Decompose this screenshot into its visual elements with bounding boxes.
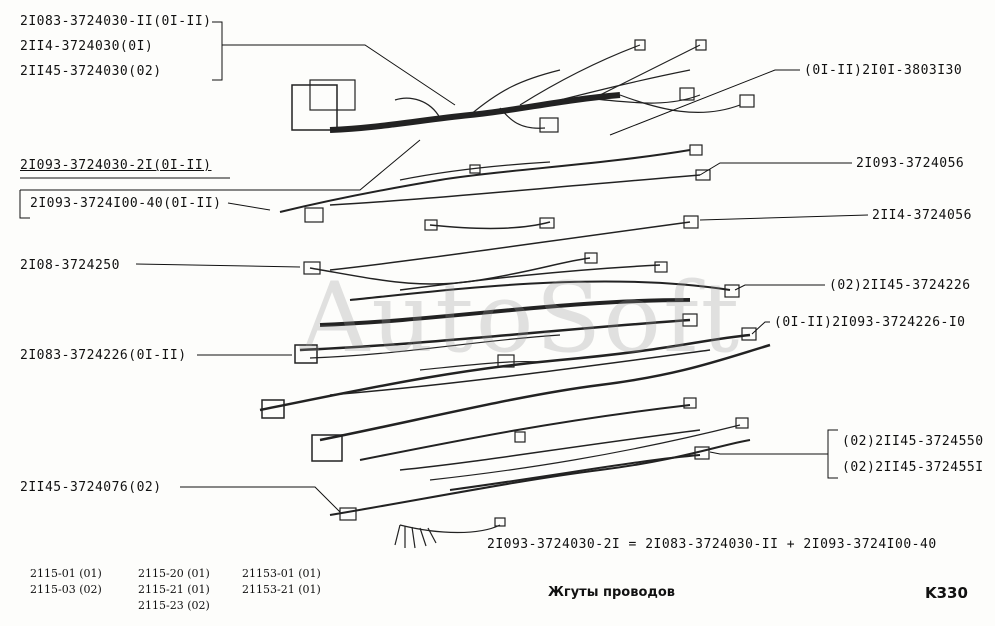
- label-harness-21145-3724226: (02)2II45-3724226: [829, 278, 971, 293]
- label-harness-21145-3724076: 2II45-3724076(02): [20, 480, 162, 495]
- composition-equation: 2I093-3724030-2I = 2I083-3724030-II + 2I…: [487, 537, 937, 552]
- models-column-2: 2115-20 (01) 2115-21 (01) 2115-23 (02): [138, 566, 210, 614]
- harness-2114-3724056: [329, 215, 699, 271]
- page-code: K330: [925, 584, 968, 602]
- harness-3724076: [329, 439, 751, 549]
- model-item: 2115-01 (01): [30, 567, 102, 580]
- page-title: Жгуты проводов: [548, 585, 676, 600]
- label-harness-21145-3724550: (02)2II45-3724550: [842, 434, 984, 449]
- model-item: 2115-03 (02): [30, 583, 102, 596]
- label-harness-21093-3724030: 2I093-3724030-2I(0I-II): [20, 158, 212, 173]
- label-harness-21093-3724226-10: (0I-II)2I093-3724226-I0: [774, 315, 966, 330]
- harness-3724250: [303, 252, 668, 291]
- model-item: 2115-20 (01): [138, 567, 210, 580]
- label-harness-2114-3724030: 2II4-3724030(0I): [20, 39, 154, 54]
- harness-3724550: [311, 343, 771, 491]
- label-harness-21083-3724226: 2I083-3724226(0I-II): [20, 348, 187, 363]
- label-harness-21145-3724030: 2II45-3724030(02): [20, 64, 162, 79]
- label-harness-21093-3724100: 2I093-3724I00-40(0I-II): [30, 196, 222, 211]
- harness-3724100: [279, 144, 703, 223]
- model-item: 21153-01 (01): [242, 567, 321, 580]
- models-column-3: 21153-01 (01) 21153-21 (01): [242, 566, 321, 598]
- model-item: 2115-23 (02): [138, 599, 210, 612]
- harness-3724056: [329, 169, 711, 206]
- label-harness-2108-3724250: 2I08-3724250: [20, 258, 120, 273]
- model-item: 21153-21 (01): [242, 583, 321, 596]
- model-item: 2115-21 (01): [138, 583, 210, 596]
- label-harness-2108-3724030: 2I083-3724030-II(0I-II): [20, 14, 212, 29]
- label-harness-21093-3724056: 2I093-3724056: [856, 156, 965, 171]
- harness-3724226: [259, 280, 757, 419]
- label-part-2101-3803130: (0I-II)2I0I-3803I30: [804, 63, 963, 78]
- watermark: AutoSoft: [300, 262, 742, 374]
- main-harness: [291, 39, 755, 133]
- label-harness-21145-3724551: (02)2II45-372455I: [842, 460, 984, 475]
- models-column-1: 2115-01 (01) 2115-03 (02): [30, 566, 102, 598]
- label-harness-2114-3724056: 2II4-3724056: [872, 208, 972, 223]
